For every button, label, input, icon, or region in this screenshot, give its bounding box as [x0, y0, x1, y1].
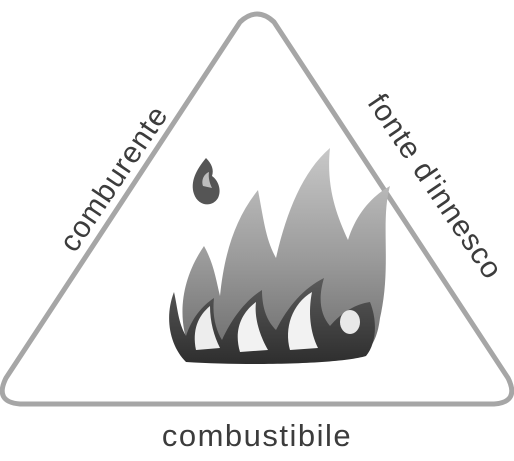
fire-icon: [169, 148, 390, 364]
flame-back: [182, 148, 390, 352]
label-left-side: comburente: [53, 100, 175, 258]
flame-highlight-1: [194, 306, 220, 350]
flame-highlight-4: [340, 310, 360, 334]
flame-front: [169, 278, 375, 364]
flame-spark-highlight: [202, 172, 212, 188]
flame-highlight-2: [237, 302, 268, 352]
triangle-outline: [0, 11, 514, 407]
label-bottom-side: combustibile: [161, 418, 353, 453]
flame-highlight-3: [288, 292, 318, 350]
